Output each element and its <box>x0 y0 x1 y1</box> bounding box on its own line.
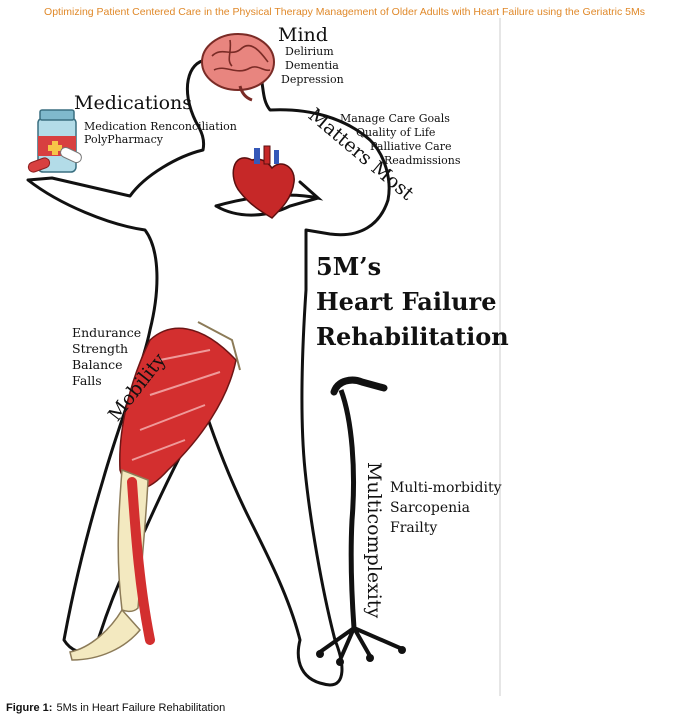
main-title-line-2: Heart Failure <box>316 286 497 316</box>
main-title-line-1: 5M’s <box>316 252 382 281</box>
medication-bottle-icon <box>27 109 82 173</box>
mobility-item-strength: Strength <box>72 341 129 356</box>
mind-item-depression: Depression <box>281 73 344 86</box>
mind-item-delirium: Delirium <box>285 45 334 58</box>
medications-item-polypharmacy: PolyPharmacy <box>84 133 163 146</box>
mobility-item-falls: Falls <box>72 373 102 388</box>
mobility-item-endurance: Endurance <box>72 325 142 340</box>
mind-item-dementia: Dementia <box>285 59 339 72</box>
caption-text: 5Ms in Heart Failure Rehabilitation <box>56 702 226 714</box>
matters-most-item-quality: Quality of Life <box>356 126 436 139</box>
matters-most-item-goals: Manage Care Goals <box>340 112 450 125</box>
cane-icon <box>316 376 406 666</box>
matters-most-item-palliative: Palliative Care <box>370 140 452 153</box>
multicomplexity-item-sarcopenia: Sarcopenia <box>390 500 470 516</box>
mobility-item-balance: Balance <box>72 357 123 372</box>
multicomplexity-title: Multicomplexity <box>363 462 385 619</box>
figure-header: Optimizing Patient Centered Care in the … <box>44 6 645 18</box>
heart-icon <box>232 145 295 219</box>
main-title-line-3: Rehabilitation <box>316 321 509 351</box>
caption-label: Figure 1: <box>6 702 53 714</box>
medications-title: Medications <box>74 92 193 114</box>
mind-title: Mind <box>278 24 328 46</box>
leg-anatomy-icon <box>69 321 241 661</box>
matters-most-item-readmissions: Readmissions <box>384 154 461 167</box>
multicomplexity-item-multimorbidity: Multi-morbidity <box>390 480 502 496</box>
medications-item-reconciliation: Medication Renconciliation <box>84 120 237 133</box>
brain-icon <box>201 33 275 102</box>
main-title: 5M’s Heart Failure Rehabilitation <box>316 250 509 354</box>
figure-caption: Figure 1:5Ms in Heart Failure Rehabilita… <box>6 702 225 714</box>
multicomplexity-item-frailty: Frailty <box>390 520 438 536</box>
